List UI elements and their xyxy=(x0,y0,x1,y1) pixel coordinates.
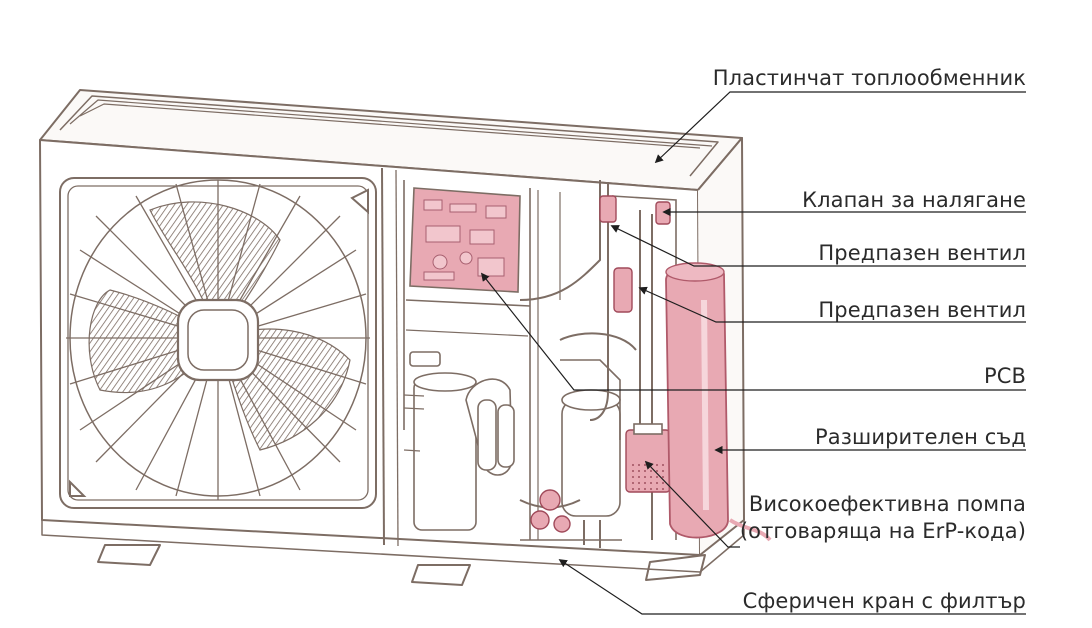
receiver-tank xyxy=(561,399,621,517)
label-expansion-vessel: Разширителен съд xyxy=(815,425,1026,449)
leader-safety-valve-2 xyxy=(638,286,1026,323)
label-pump-line2: (отговаряща на ErP-кода) xyxy=(739,519,1026,543)
leader-ball-valve xyxy=(558,559,1026,615)
fan-blade xyxy=(149,201,281,340)
machinery xyxy=(403,180,677,548)
fan-assembly xyxy=(59,177,377,509)
leader-pump xyxy=(644,460,740,548)
leader-safety-valve-1 xyxy=(610,225,1026,267)
expansion-vessel xyxy=(665,262,772,542)
leader-pcb xyxy=(480,272,1026,391)
label-ball-valve: Сферичен кран с филтър xyxy=(742,589,1026,613)
pump-part xyxy=(625,423,671,493)
label-pump-line1: Високоефективна помпа xyxy=(748,492,1026,516)
label-pcb: PCB xyxy=(983,364,1026,388)
label-pump: Високоефективна помпа (отговаряща на ErP… xyxy=(740,491,1026,545)
foot-left xyxy=(97,544,161,566)
leader-plate-heat-exchanger xyxy=(654,91,1026,164)
label-pressure-valve: Клапан за налягане xyxy=(802,188,1026,212)
label-safety-valve-2: Предпазен вентил xyxy=(818,298,1026,322)
ball-valve-part xyxy=(530,489,571,533)
label-plate-heat-exchanger: Пластинчат топлообменник xyxy=(712,66,1026,90)
leader-lines xyxy=(480,91,1026,615)
foot-mid xyxy=(411,564,471,586)
label-safety-valve-1: Предпазен вентил xyxy=(818,241,1026,265)
foot-right xyxy=(645,554,706,581)
pressure-valve-part xyxy=(599,195,671,313)
